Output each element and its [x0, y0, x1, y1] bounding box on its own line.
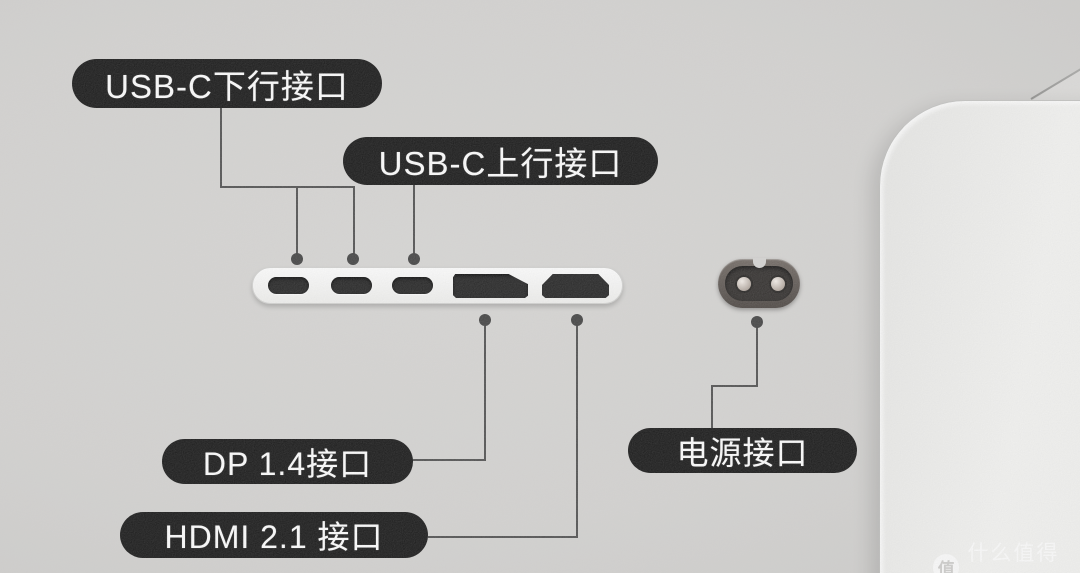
leader-power — [711, 385, 713, 430]
anchor-dot — [347, 253, 359, 265]
anchor-dot — [479, 314, 491, 326]
leader-power — [712, 385, 758, 387]
usb-c-downstream-port-2 — [331, 277, 372, 294]
anchor-dot — [751, 316, 763, 328]
anchor-dot — [571, 314, 583, 326]
leader-usbc-up — [413, 184, 415, 256]
smzdm-logo-icon: 值 — [933, 553, 960, 573]
label-hdmi: HDMI 2.1 接口 — [120, 512, 428, 558]
monitor-body — [879, 100, 1080, 573]
usb-c-downstream-port-1 — [268, 277, 309, 294]
leader-dp — [413, 459, 486, 461]
anchor-dot — [291, 253, 303, 265]
watermark: 值 什么值得买 — [933, 537, 1080, 573]
ac-power-inlet — [718, 258, 800, 308]
label-usb-c-downstream: USB-C下行接口 — [72, 59, 382, 108]
leader-usbc-down — [353, 186, 355, 256]
leader-usbc-down — [296, 186, 298, 256]
leader-power — [756, 325, 758, 387]
leader-usbc-down — [220, 186, 355, 188]
usb-c-upstream-port — [392, 277, 433, 294]
leader-dp — [484, 322, 486, 461]
anchor-dot — [408, 253, 420, 265]
hdmi-port — [542, 274, 609, 298]
watermark-text: 什么值得买 — [967, 542, 1060, 573]
label-usb-c-upstream: USB-C上行接口 — [343, 137, 658, 185]
dp-port — [453, 274, 528, 298]
leader-usbc-down — [220, 107, 222, 188]
label-dp: DP 1.4接口 — [162, 439, 413, 484]
leader-hdmi — [428, 536, 578, 538]
power-pin-right — [771, 277, 785, 291]
leader-hdmi — [576, 322, 578, 538]
port-strip — [252, 267, 623, 304]
power-pin-left — [737, 277, 751, 291]
label-power: 电源接口 — [628, 428, 857, 473]
